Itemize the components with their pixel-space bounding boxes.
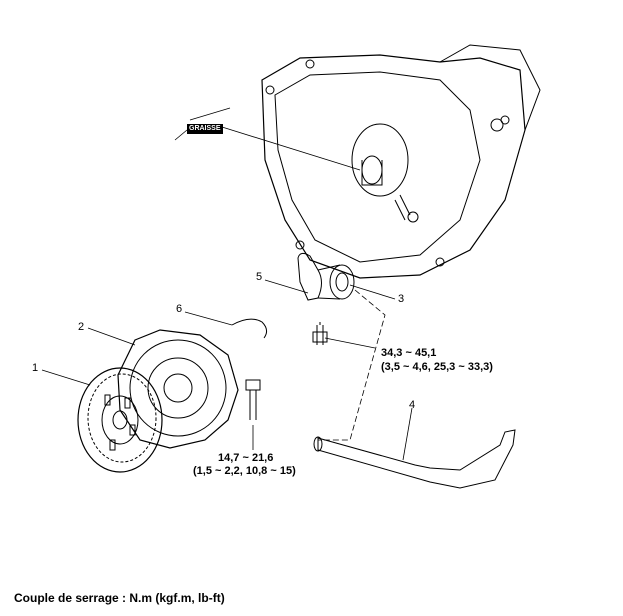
- callout-6: 6: [176, 303, 183, 315]
- cover-bolt: [245, 379, 261, 420]
- retainer-clip: [231, 318, 268, 339]
- torque-cover-bolt-alt: (1,5 ~ 2,2, 10,8 ~ 15): [193, 465, 296, 477]
- callout-3: 3: [398, 293, 405, 305]
- torque-fork-bolt-nm: 34,3 ~ 45,1: [381, 347, 437, 359]
- leader-lines: [41, 107, 413, 461]
- torque-units-caption: Couple de serrage : N.m (kgf.m, lb-ft): [14, 591, 225, 605]
- callout-2: 2: [78, 321, 85, 333]
- grease-label: GRAISSE: [187, 124, 223, 134]
- torque-fork-bolt-alt: (3,5 ~ 4,6, 25,3 ~ 33,3): [381, 361, 493, 373]
- callout-5: 5: [256, 271, 263, 283]
- release-fork: [313, 429, 516, 489]
- fork-bolt: [312, 322, 328, 345]
- transmission-housing: [261, 44, 541, 279]
- pressure-plate: [117, 329, 239, 449]
- clutch-disc: [77, 367, 163, 473]
- callout-4: 4: [409, 399, 416, 411]
- callout-1: 1: [32, 362, 39, 374]
- release-bearing: [297, 252, 355, 301]
- torque-cover-bolt-nm: 14,7 ~ 21,6: [218, 452, 274, 464]
